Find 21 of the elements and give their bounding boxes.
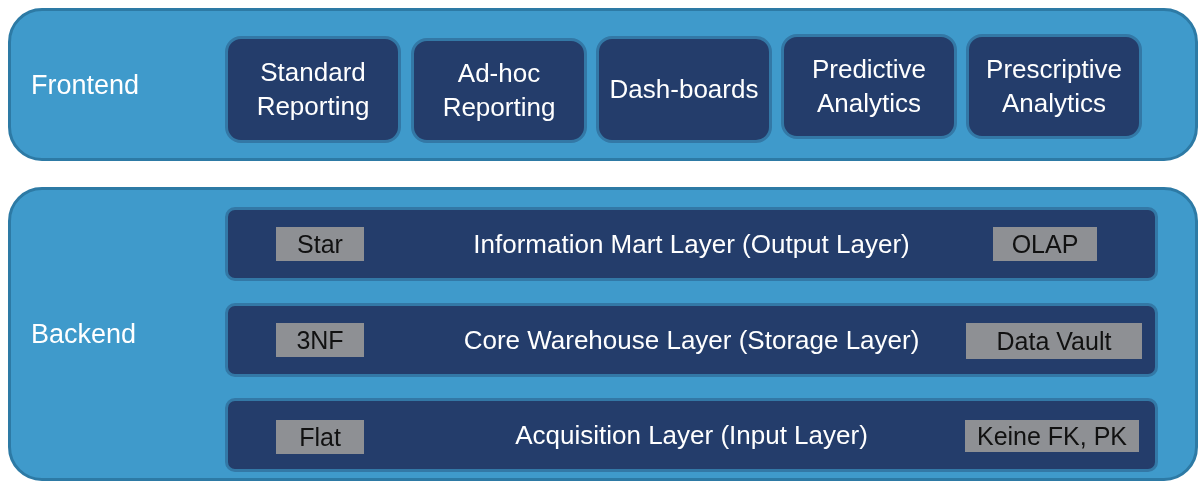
model-tag: OLAP: [993, 227, 1097, 261]
layer-label: Acquisition Layer (Input Layer): [515, 419, 868, 451]
model-tag: Data Vault: [966, 323, 1142, 359]
component-box: Prescriptive Analytics: [966, 34, 1142, 139]
component-box: Dash-boards: [596, 36, 772, 143]
panel-title: Backend: [31, 318, 137, 350]
component-box: Standard Reporting: [225, 36, 401, 143]
component-box: Ad-hoc Reporting: [411, 38, 587, 143]
panel-title: Frontend: [31, 69, 140, 100]
model-tag: Flat: [276, 420, 364, 454]
layer-label: Core Warehouse Layer (Storage Layer): [463, 324, 920, 356]
layer-label: Information Mart Layer (Output Layer): [473, 228, 910, 260]
model-tag: Star: [276, 227, 364, 261]
layer-bar: [225, 398, 1158, 472]
layer-panel: [8, 8, 1198, 161]
model-tag: Keine FK, PK: [965, 420, 1139, 452]
layer-bar: [225, 303, 1158, 377]
component-box: Predictive Analytics: [781, 34, 957, 139]
layer-bar: [225, 207, 1158, 281]
model-tag: 3NF: [276, 323, 364, 357]
layer-panel: [8, 187, 1198, 481]
